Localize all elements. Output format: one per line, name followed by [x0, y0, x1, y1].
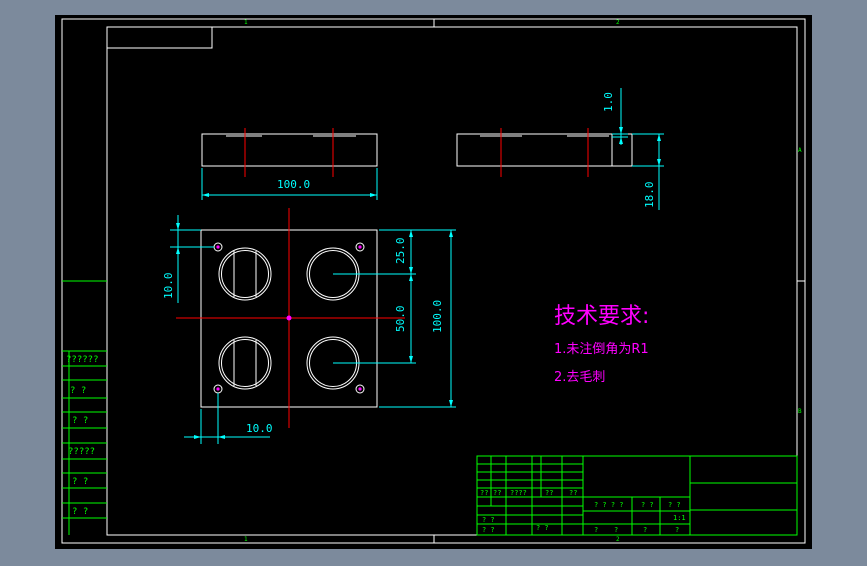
side-table[interactable]: ?????? ? ? ? ? ????? ? ? ? ?: [62, 280, 107, 535]
side-recess-dim-text: 1.0: [602, 92, 615, 112]
tb-cell-3: ????: [510, 489, 527, 497]
tb-cell-16: ?: [675, 526, 679, 534]
zone-label-bottom-left: 1: [244, 536, 248, 543]
side-table-row-4: ?????: [68, 447, 95, 457]
plan-height-text: 100.0: [431, 300, 444, 333]
front-view-outline: [201, 133, 378, 167]
side-table-row-3: ? ?: [72, 416, 88, 426]
notes-line-2: 2.去毛刺: [554, 370, 605, 385]
side-table-row-5: ? ?: [72, 477, 88, 487]
canvas-background: [55, 15, 812, 549]
plan-view[interactable]: 10.0 10.0 25.0 50.0: [162, 208, 456, 444]
tb-cell-11: ? ?: [482, 526, 495, 534]
tb-cell-10: ? ?: [536, 524, 549, 532]
plan-hole-offset-y-dimension: [170, 215, 214, 303]
side-table-row-6: ? ?: [72, 507, 88, 517]
zone-labels: 1 2 1 2 A B: [244, 19, 802, 543]
tb-cell-8: ? ?: [668, 501, 681, 509]
tb-cell-15: ?: [643, 526, 647, 534]
tb-cell-14: ?: [614, 526, 618, 534]
zone-label-top-right: 2: [616, 19, 620, 26]
tb-cell-1: ??: [480, 489, 488, 497]
plan-hole-offset-x-dimension: [184, 393, 270, 444]
side-view[interactable]: 1.0 18.0: [456, 88, 664, 210]
notes-title: 技术要求:: [554, 304, 649, 329]
pocket-top-left: [218, 247, 272, 301]
side-thickness-dimension: [632, 133, 664, 210]
tb-cell-13: ?: [594, 526, 598, 534]
zone-label-top-left: 1: [244, 19, 248, 26]
hole-bottom-right: [355, 384, 365, 394]
front-width-dimension: [201, 168, 378, 200]
side-table-row-2: ? ?: [70, 386, 86, 396]
plan-half-text: 50.0: [394, 306, 407, 333]
plan-height-dimension: [379, 229, 456, 408]
side-table-grid: [62, 280, 107, 535]
plan-hole-offset-y-text: 10.0: [162, 273, 175, 300]
plan-hole-offset-x-text: 10.0: [246, 422, 273, 435]
tb-cell-2: ??: [493, 489, 501, 497]
zone-label-right-lower: B: [798, 408, 802, 415]
tb-cell-4: ??: [545, 489, 553, 497]
frame-tab: [107, 27, 213, 49]
hole-top-right: [355, 242, 365, 252]
front-view[interactable]: 100.0: [201, 128, 378, 200]
tb-cell-12: 1:1: [673, 514, 686, 522]
notes-line-1: 1.未注倒角为R1: [554, 342, 649, 357]
pocket-bottom-left: [218, 336, 272, 390]
plan-half-dimension: [333, 274, 416, 364]
technical-notes[interactable]: 技术要求: 1.未注倒角为R1 2.去毛刺: [554, 304, 649, 385]
front-width-dim-text: 100.0: [277, 178, 310, 191]
tb-cell-5: ??: [569, 489, 577, 497]
title-block[interactable]: ?? ?? ???? ?? ?? ? ? ? ? ? ? ? ? ? ? ? ?…: [476, 455, 798, 536]
tb-cell-6: ? ? ? ?: [594, 501, 624, 509]
plan-center-mark: [286, 315, 292, 321]
side-table-row-1: ??????: [66, 355, 99, 365]
plan-quarter-text: 25.0: [394, 238, 407, 265]
title-block-grid: [476, 455, 798, 536]
tb-cell-9: ? ?: [482, 516, 495, 524]
side-recess-dimension: [612, 88, 628, 145]
tb-cell-7: ? ?: [641, 501, 654, 509]
side-thickness-dim-text: 18.0: [643, 182, 656, 209]
zone-label-right-upper: A: [798, 147, 802, 154]
zone-label-bottom-right: 2: [616, 536, 620, 543]
side-view-outline: [456, 133, 633, 167]
